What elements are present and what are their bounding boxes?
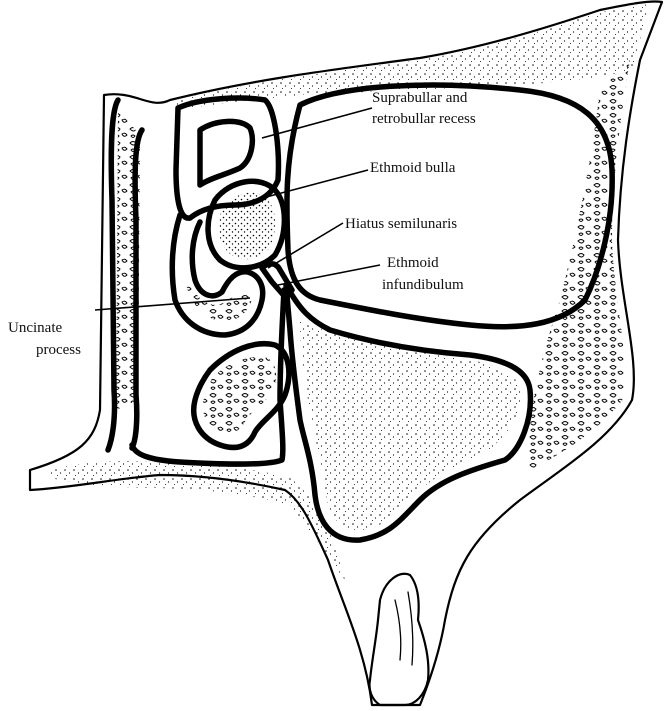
label-suprabullar-line1: Suprabullar and: [372, 90, 468, 106]
lateral-wall-cancellous: [529, 60, 630, 470]
label-ethmoid-infundibulum-line1: Ethmoid: [387, 255, 439, 271]
label-ethmoid-infundibulum-line2: infundibulum: [382, 277, 464, 293]
septum-fill: [116, 110, 140, 410]
label-suprabullar-line2: retrobullar recess: [372, 111, 476, 127]
label-hiatus-semilunaris: Hiatus semilunaris: [345, 216, 457, 232]
maxillary-sinus-stipple: [300, 320, 522, 530]
molar-tooth: [369, 574, 428, 705]
floor-bone-stipple: [50, 461, 345, 580]
tooth-root-lines: [395, 592, 413, 665]
label-uncinate-line1: Uncinate: [8, 320, 62, 336]
suprabullar-inner: [200, 121, 252, 185]
label-ethmoid-bulla: Ethmoid bulla: [370, 160, 456, 176]
label-uncinate-line2: process: [36, 342, 81, 358]
uncinate-process-shape: [262, 264, 292, 298]
leader-suprabullar: [262, 108, 372, 138]
